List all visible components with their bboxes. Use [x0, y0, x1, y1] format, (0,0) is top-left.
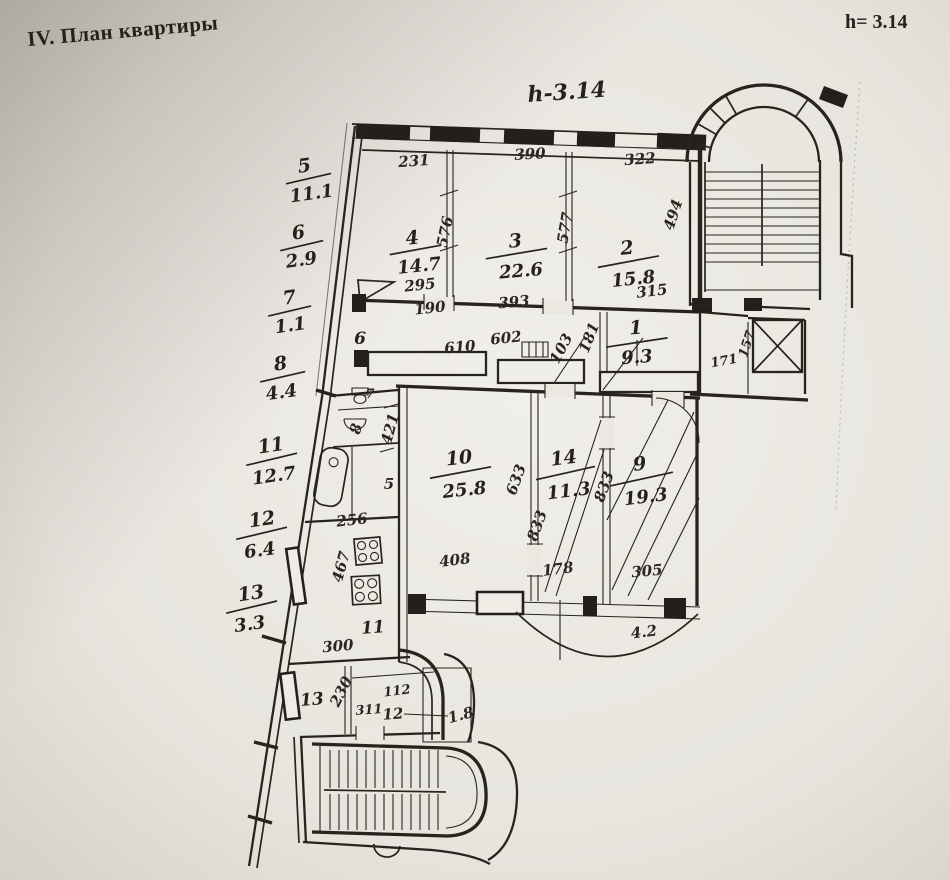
room-label: 2 15.8 — [597, 237, 660, 292]
dim-room3-width: 390 — [514, 144, 547, 164]
west-diagonal-wall — [247, 122, 364, 869]
room-id-6: 6 — [354, 329, 366, 349]
legend-entry: 6 2.9 — [279, 221, 324, 273]
legend-num: 7 — [281, 286, 297, 310]
legend-area: 2.9 — [283, 248, 318, 273]
lower-room-walls — [395, 382, 701, 662]
dim-lobby-311: 311 — [355, 702, 383, 719]
lobby-walls — [278, 648, 476, 844]
room-id-7: 7 — [365, 387, 374, 402]
room-id-11: 11 — [360, 617, 385, 639]
dim-room4-width: 231 — [397, 151, 430, 171]
stove-icon — [350, 574, 382, 606]
stairwell-top — [685, 83, 854, 312]
dim-lobby-112: 112 — [383, 682, 412, 700]
legend-area: 6.4 — [243, 538, 277, 563]
window-bump — [278, 670, 302, 722]
room-num: 1 — [628, 317, 643, 340]
legend-entry: 11 12.7 — [246, 433, 298, 490]
hatching — [544, 399, 700, 601]
page-crease-line — [835, 81, 861, 511]
room-num: 2 — [618, 237, 634, 260]
legend-num: 5 — [296, 154, 312, 178]
height-note-handwritten: h-3.14 — [527, 77, 607, 108]
dim-room2-width: 322 — [624, 149, 656, 169]
legend-entry: 12 6.4 — [236, 507, 288, 563]
wc-kitchen-walls — [284, 388, 411, 666]
dim-niche-295: 295 — [402, 274, 436, 295]
elevator-shaft-icon — [751, 318, 804, 374]
window-bump — [284, 545, 308, 607]
room-num: 10 — [445, 446, 474, 471]
room-label: 10 25.8 — [429, 446, 492, 503]
room-area: 25.8 — [441, 477, 488, 503]
sink-icon — [343, 418, 367, 431]
room-num: 4 — [404, 227, 419, 250]
room-num: 14 — [549, 446, 578, 471]
dim-room10-width: 408 — [438, 549, 472, 571]
legend-entry: 8 4.4 — [260, 352, 306, 405]
bathtub-icon — [313, 446, 349, 508]
room-area: 15.8 — [610, 266, 656, 292]
room-area: 14.7 — [396, 253, 442, 279]
dim-hall-610: 610 — [444, 337, 477, 358]
stairwell-bottom — [302, 740, 519, 866]
leader-line — [403, 713, 449, 717]
legend-num: 6 — [290, 221, 306, 245]
toilet-icon — [351, 387, 369, 405]
stove-icon — [352, 535, 384, 567]
room-label: 4 14.7 — [389, 227, 443, 279]
north-window-wall — [351, 123, 707, 162]
legend-area: 3.3 — [233, 612, 267, 637]
dim-kitchen-300: 300 — [322, 636, 355, 657]
walls — [247, 83, 854, 869]
room-id-5: 5 — [384, 475, 394, 493]
room-area: 9.3 — [621, 346, 654, 369]
radiator-icon — [521, 341, 549, 358]
height-note: h= 3.14 — [845, 11, 908, 33]
upper-room-partitions — [357, 143, 703, 310]
dim-wall-315: 315 — [635, 280, 668, 302]
room-area: 22.6 — [497, 259, 544, 284]
legend-entry: 7 1.1 — [268, 286, 312, 338]
room-id-13: 13 — [299, 689, 324, 711]
room-label: 1 9.3 — [605, 317, 668, 369]
legend-num: 12 — [247, 507, 276, 532]
legend-area: 4.4 — [265, 380, 299, 405]
dim-door-190: 190 — [413, 297, 447, 318]
legend-area: 1.1 — [273, 313, 307, 338]
fixtures — [313, 387, 384, 606]
room-num: 9 — [632, 452, 648, 475]
legend-num: 8 — [271, 352, 288, 376]
hall-walls — [351, 294, 701, 394]
dim-room14-width: 178 — [541, 558, 575, 580]
dim-room9-width: 305 — [631, 561, 664, 582]
dim-bay-area: 4.2 — [630, 621, 658, 642]
legend-num: 11 — [256, 433, 285, 458]
legend-entry: 13 3.3 — [226, 581, 278, 637]
dim-hall-602: 602 — [489, 327, 522, 348]
room-label: 3 22.6 — [485, 230, 548, 284]
room-id-12: 12 — [382, 704, 404, 723]
dim-lift-171: 171 — [709, 352, 738, 371]
dim-room3-depth: 577 — [553, 210, 576, 245]
dim-kitchen-256: 256 — [334, 509, 369, 530]
room-num: 3 — [508, 230, 523, 253]
lift-lobby-walls — [689, 310, 809, 402]
dim-wall-393: 393 — [498, 292, 531, 313]
legend-num: 13 — [236, 581, 265, 606]
